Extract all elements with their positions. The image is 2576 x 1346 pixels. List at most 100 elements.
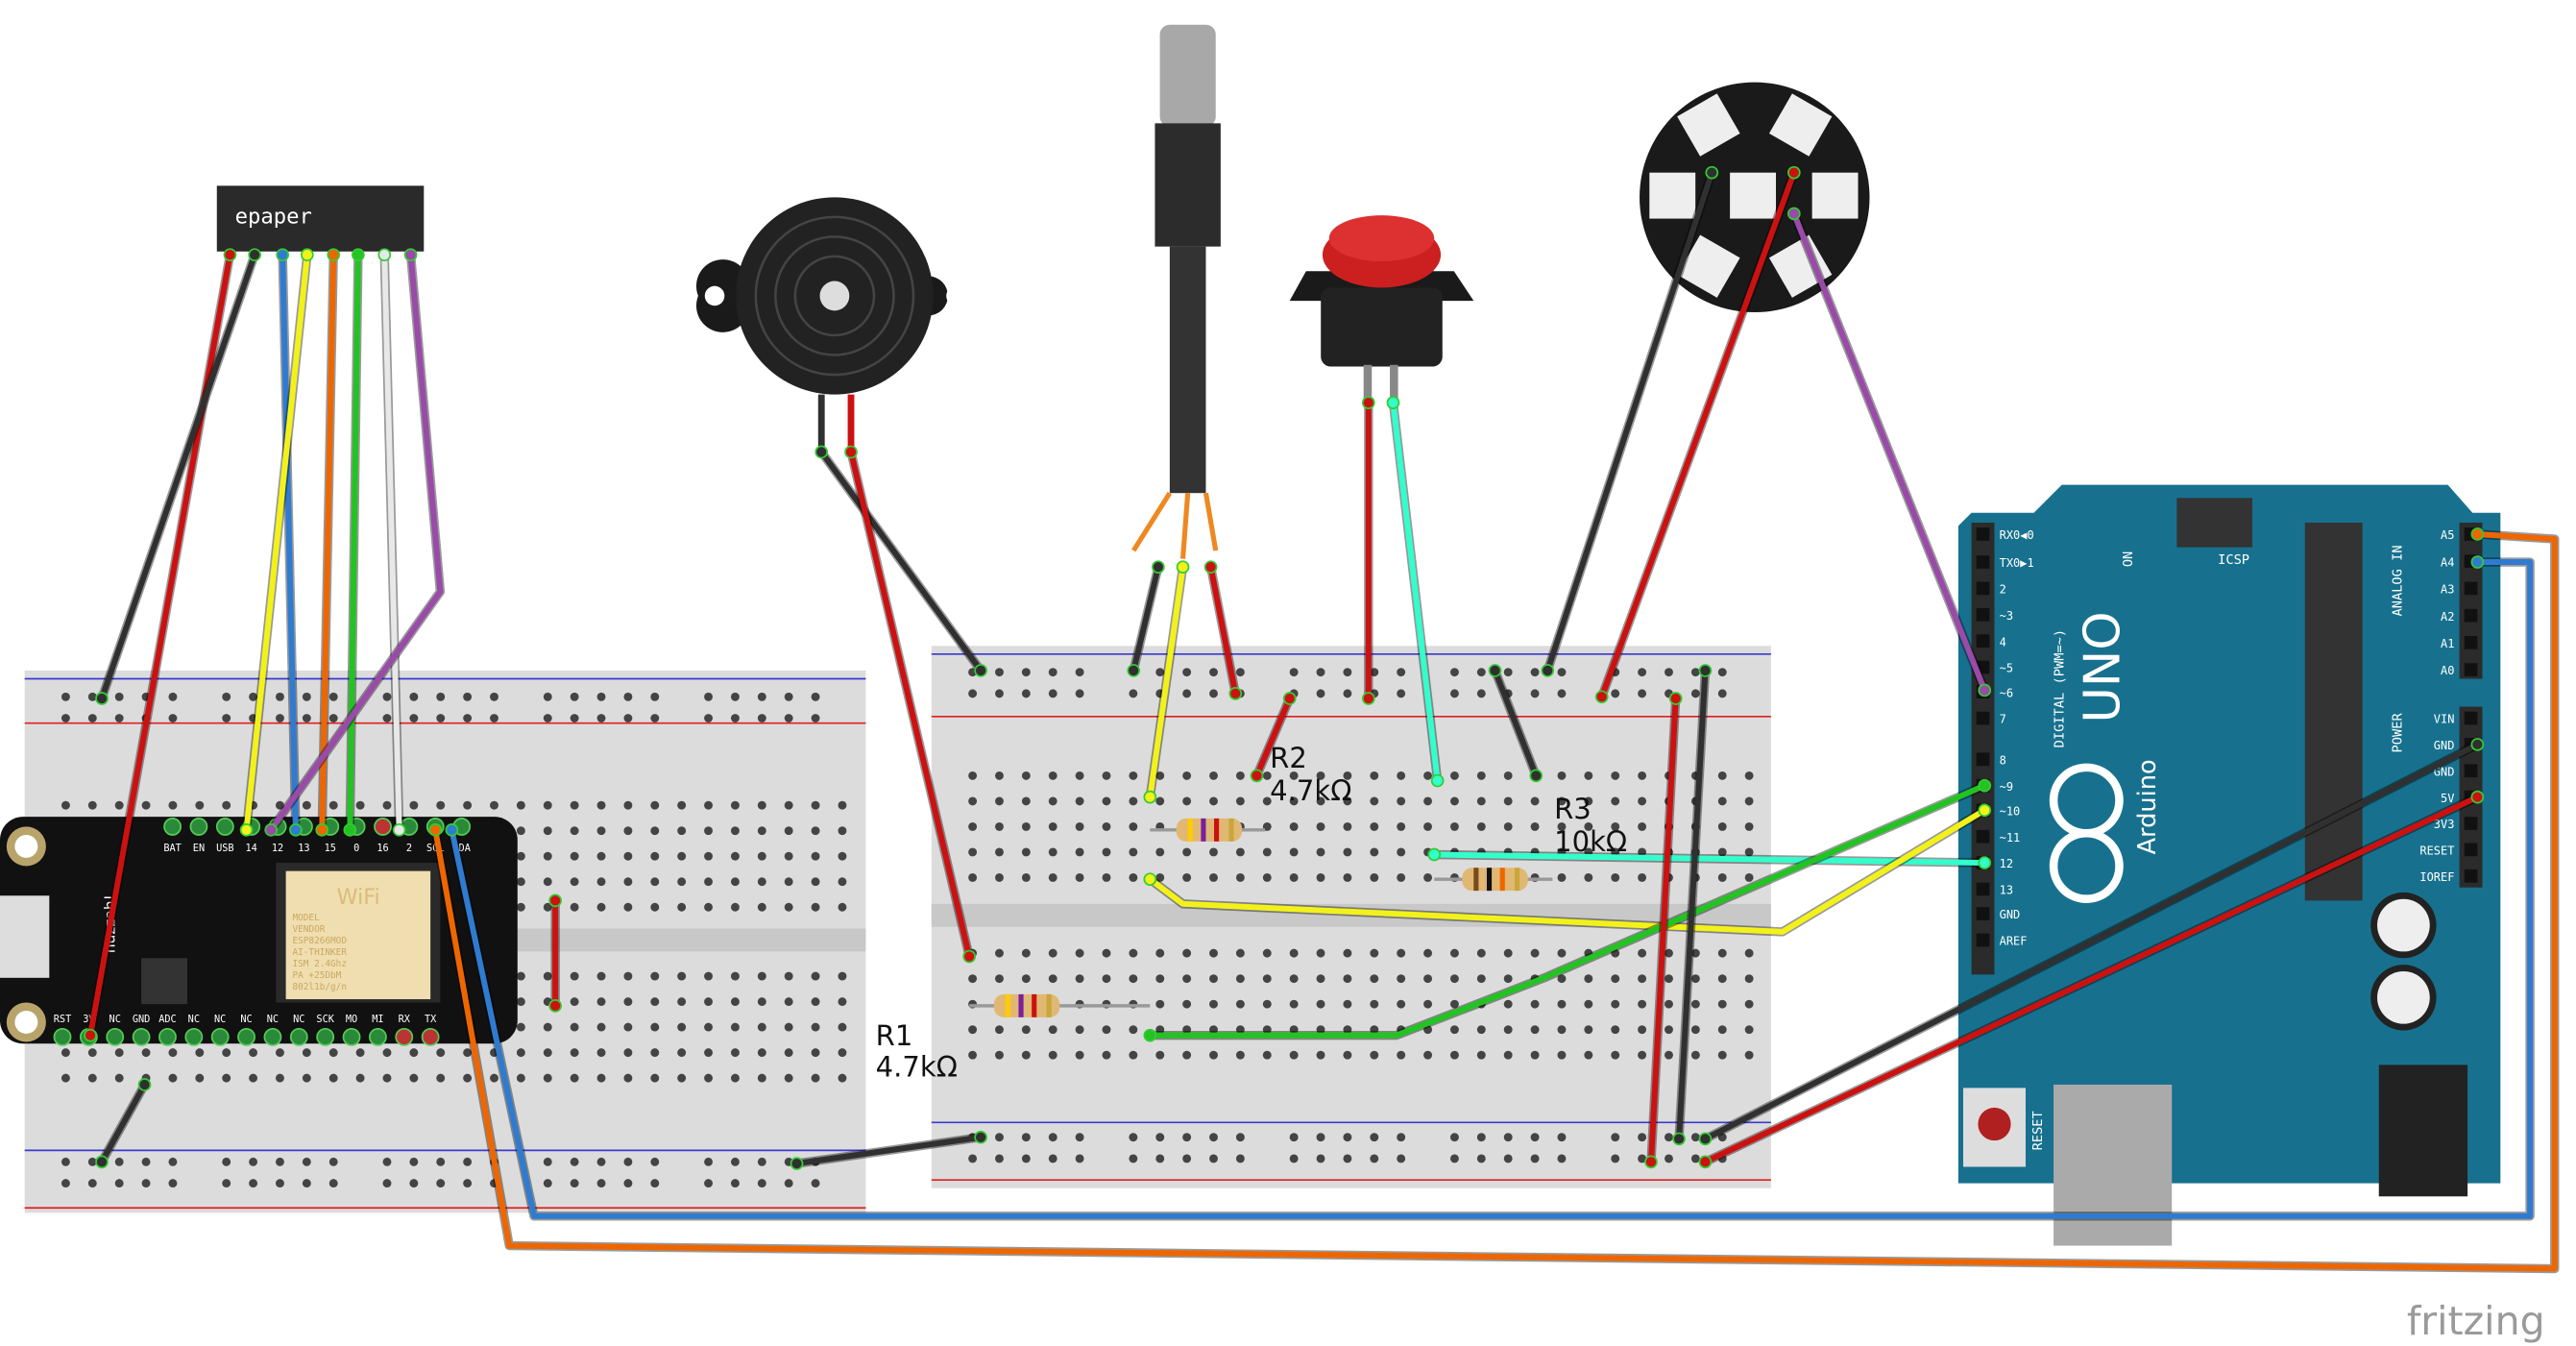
wire-epaper-green[interactable]	[347, 255, 361, 830]
wire-sda-blue[interactable]	[449, 559, 2534, 1219]
breadboard-hole	[436, 1157, 446, 1166]
wire-buzzer-black[interactable]	[818, 450, 984, 673]
wire-epaper-red[interactable]	[87, 254, 233, 1037]
wire-scl-orange[interactable]	[432, 530, 2558, 1272]
breadboard-hole	[1557, 1025, 1567, 1035]
breadboard-hole	[730, 826, 740, 836]
breadboard-hole	[1075, 771, 1084, 780]
breadboard-hole	[1449, 1025, 1459, 1035]
wire-button-cyan[interactable]	[1390, 402, 1441, 781]
wire-green-d9[interactable]	[1150, 782, 1986, 1039]
wire-probe-black[interactable]	[1130, 566, 1161, 672]
wire-yellow-d10[interactable]	[1148, 807, 1986, 935]
breadboard-hole	[436, 692, 446, 701]
wire-rail-red[interactable]	[1648, 697, 1679, 1162]
feather-pin-top	[374, 818, 392, 836]
breadboard-hole	[1690, 1133, 1700, 1142]
breadboard-hole	[838, 851, 847, 861]
breadboard-hole	[1343, 1154, 1352, 1163]
breadboard-hole	[596, 851, 606, 861]
breadboard-hole	[1449, 1133, 1459, 1142]
breadboard-hole	[1397, 999, 1406, 1009]
wire-epaper-purple[interactable]	[268, 254, 444, 832]
breadboard-hole	[382, 1048, 392, 1058]
push-button[interactable]	[1289, 215, 1474, 406]
wire-endpoint	[1203, 560, 1218, 575]
breadboard-hole	[1048, 974, 1057, 984]
breadboard-hole	[516, 997, 525, 1007]
breadboard-hole	[811, 997, 820, 1007]
wire-arduino-gnd[interactable]	[1704, 742, 2479, 1142]
breadboard-hole	[1717, 689, 1727, 698]
breadboard-hole	[570, 877, 579, 887]
breadboard-hole	[1449, 771, 1459, 780]
breadboard-hole	[516, 826, 525, 836]
wire-endpoint	[1668, 692, 1683, 705]
feather-huzzah-board[interactable]: WiFi MODELVENDORESP8266MODAI-THINKERISM …	[0, 817, 518, 1046]
breadboard-hole	[463, 1073, 473, 1083]
wire-neopixel-purple[interactable]	[1791, 212, 1988, 692]
breadboard-hole	[757, 997, 766, 1007]
breadboard-hole	[1397, 668, 1406, 677]
wire-epaper-black[interactable]	[99, 254, 257, 699]
breadboard-hole	[1557, 974, 1567, 984]
breadboard-hole	[1717, 821, 1727, 831]
breadboard-hole	[1530, 1050, 1540, 1060]
breadboard-hole	[1235, 873, 1245, 882]
breadboard-hole	[596, 1022, 606, 1032]
breadboard-hole	[302, 800, 311, 810]
wire-buzzer-red[interactable]	[848, 451, 973, 958]
wire-bridge-black[interactable]	[796, 1134, 982, 1167]
piezo-buzzer[interactable]	[695, 197, 966, 453]
breadboard-hole	[1155, 974, 1165, 984]
breadboard-hole	[1102, 1050, 1111, 1060]
wire-rail-black[interactable]	[1676, 670, 1709, 1139]
breadboard-hole	[1744, 873, 1754, 882]
breadboard-hole	[1075, 974, 1084, 984]
breadboard-hole	[1235, 668, 1245, 677]
resistor-r1[interactable]	[969, 993, 1151, 1017]
wire-r2-red[interactable]	[1253, 697, 1293, 777]
wire-neopixel-red[interactable]	[1598, 171, 1797, 698]
wire-probe-red[interactable]	[1207, 566, 1239, 695]
wire-neopixel-black[interactable]	[1544, 171, 1715, 672]
breadboard-hole	[1048, 771, 1057, 780]
breadboard-hole	[1611, 689, 1620, 698]
breadboard-hole	[784, 826, 793, 836]
breadboard-hole	[355, 1048, 365, 1058]
breadboard-hole	[1638, 974, 1647, 984]
wire-epaper-blue[interactable]	[279, 255, 299, 830]
breadboard-hole	[704, 971, 713, 981]
breadboard-hole	[677, 1073, 687, 1083]
arduino-uno[interactable]: UNO Arduino DIGITAL (PWM=~) ANALOG IN PO…	[1957, 484, 2501, 1246]
resistor-r2[interactable]	[1150, 818, 1266, 842]
breadboard-hole	[1102, 1025, 1111, 1035]
feather-top-pin-label: 13	[298, 843, 309, 854]
epaper-module[interactable]: epaper	[216, 185, 425, 252]
esp-module-text-line: VENDOR	[292, 924, 325, 935]
wire-endpoint	[248, 248, 261, 262]
wire-epaper-yellow[interactable]	[243, 254, 310, 831]
breadboard-hole	[757, 1073, 766, 1083]
breadboard-hole	[1530, 821, 1540, 831]
breadboard-hole	[1611, 948, 1620, 958]
breadboard-hole	[596, 1157, 606, 1166]
wire-arduino-5v[interactable]	[1704, 794, 2479, 1165]
breadboard-hole	[1048, 689, 1057, 698]
breadboard-hole	[677, 826, 687, 836]
analog-pin-label: A3	[2441, 583, 2454, 597]
resistor-r3[interactable]	[1434, 868, 1553, 892]
wire-r3-black[interactable]	[1492, 669, 1540, 777]
wire-rail-black-left[interactable]	[99, 1083, 148, 1163]
feather-pin-bottom	[132, 1027, 151, 1046]
wire-epaper-orange[interactable]	[319, 255, 337, 830]
wire-epaper-white[interactable]	[381, 255, 402, 830]
breadboard-hole	[195, 800, 205, 810]
breadboard-hole	[1503, 1025, 1513, 1035]
temperature-probe[interactable]	[1131, 24, 1221, 559]
wire-probe-yellow[interactable]	[1147, 566, 1186, 798]
breadboard-hole	[1182, 1133, 1192, 1142]
breadboard-hole	[623, 692, 633, 701]
wire-cyan-d12[interactable]	[1434, 851, 1985, 867]
breadboard-hole	[141, 1179, 151, 1188]
